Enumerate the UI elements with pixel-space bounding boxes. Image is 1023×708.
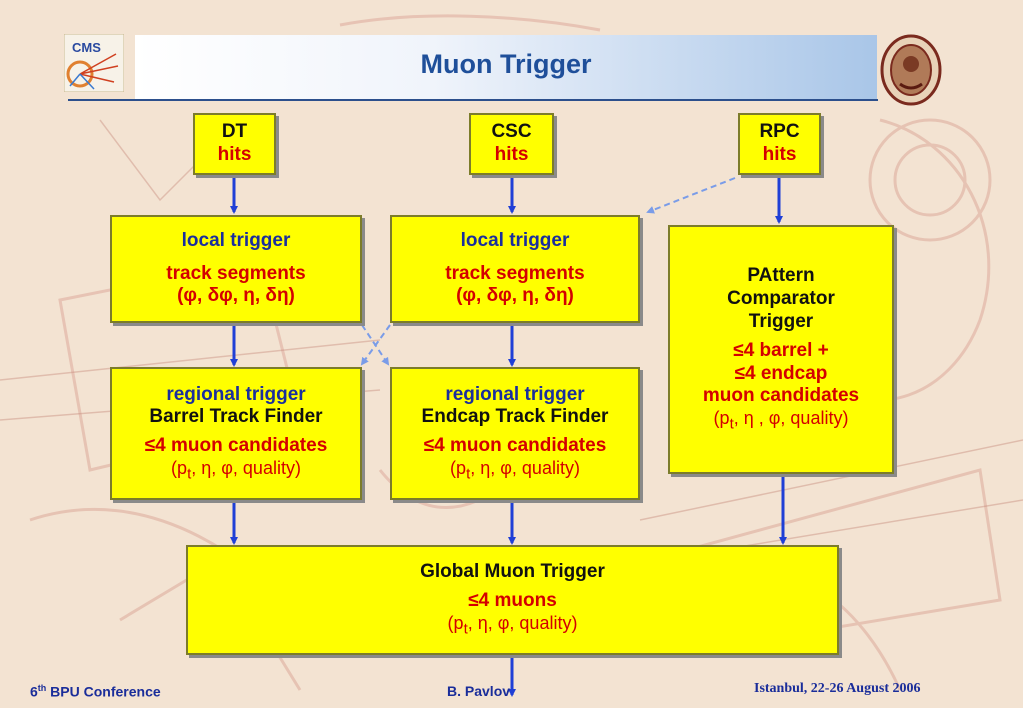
global-quality-line: (pt, η, φ, quality) [447,613,578,638]
global-muon-trigger-title: Global Muon Trigger [420,561,605,583]
dt-label: DT [221,121,248,143]
pact-title-1: PAttern [747,265,815,287]
csc-label: CSC [491,121,532,143]
rpc-label: RPC [759,121,800,143]
footer-author: B. Pavlov [447,683,511,699]
local-trigger-csc-variables: (φ, δφ, η, δη) [456,285,574,307]
global-muon-trigger-box: Global Muon Trigger ≤4 muons (pt, η, φ, … [186,545,839,655]
local-trigger-csc-segments: track segments [445,262,585,284]
regional-csc-candidates: ≤4 muon candidates [423,435,607,457]
cms-logo: CMS [64,34,124,92]
local-trigger-dt-box: local trigger track segments (φ, δφ, η, … [110,215,362,323]
pact-barrel-candidates: ≤4 barrel + [733,339,829,361]
global-muons-count: ≤4 muons [468,590,557,612]
pact-endcap-candidates: ≤4 endcap [734,362,828,384]
barrel-track-finder-label: Barrel Track Finder [149,406,323,428]
regional-csc-quality-line: (pt, η, φ, quality) [450,457,580,483]
regional-dt-quality-line: (pt, η, φ, quality) [171,457,301,483]
local-trigger-csc-box: local trigger track segments (φ, δφ, η, … [390,215,640,323]
footer-conference: 6th BPU Conference [30,683,161,700]
arrow-csc-dt-cross-2 [360,324,391,366]
csc-hits-box: CSC hits [469,113,554,175]
rpc-hits-label: hits [762,144,797,165]
local-trigger-csc-title: local trigger [460,229,570,251]
cms-logo-text: CMS [72,40,101,55]
regional-trigger-dt-title: regional trigger [166,383,306,405]
page-title: Muon Trigger [420,49,592,79]
regional-trigger-dt-box: regional trigger Barrel Track Finder ≤4 … [110,367,362,500]
dt-hits-box: DT hits [193,113,276,175]
arrow-csc-to-pact-dotted [646,177,736,214]
local-trigger-dt-variables: (φ, δφ, η, δη) [177,285,295,307]
regional-trigger-csc-title: regional trigger [445,383,585,405]
university-seal-logo [880,34,942,106]
local-trigger-dt-segments: track segments [166,262,306,284]
csc-hits-label: hits [494,144,529,165]
dt-hits-label: hits [217,144,252,165]
pact-muon-candidates: muon candidates [702,385,860,407]
endcap-track-finder-label: Endcap Track Finder [421,406,609,428]
title-underline [68,99,878,101]
title-bar: Muon Trigger [135,35,877,99]
pact-quality-line: (pt, η , φ, quality) [713,408,849,433]
local-trigger-dt-title: local trigger [181,229,291,251]
pact-title-3: Trigger [748,310,814,332]
regional-dt-candidates: ≤4 muon candidates [144,435,328,457]
rpc-hits-box: RPC hits [738,113,821,175]
pact-title-2: Comparator [727,288,835,310]
footer-location-date: Istanbul, 22-26 August 2006 [754,681,921,696]
regional-trigger-csc-box: regional trigger Endcap Track Finder ≤4 … [390,367,640,500]
pact-box: PAttern Comparator Trigger ≤4 barrel + ≤… [668,225,894,474]
